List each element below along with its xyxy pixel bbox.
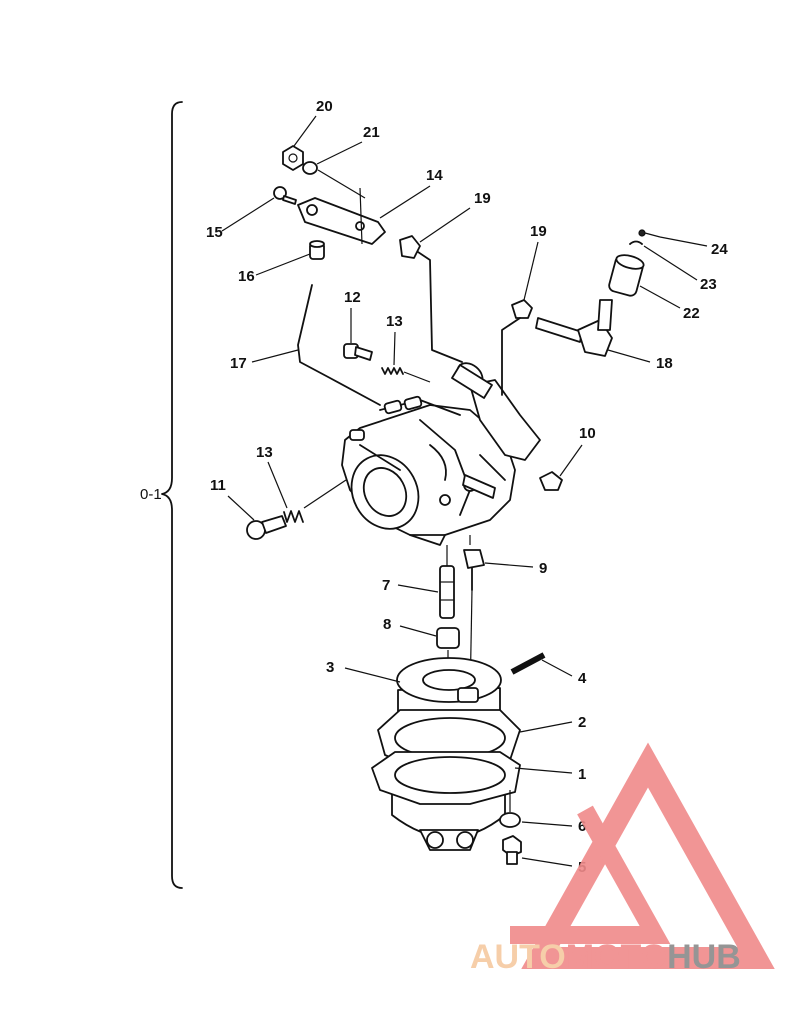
screw-12 bbox=[343, 343, 373, 361]
spring-13-lower bbox=[283, 510, 304, 523]
leader-line-9 bbox=[484, 562, 534, 568]
leader-line-21 bbox=[316, 141, 363, 165]
needle-valve-9 bbox=[463, 549, 485, 591]
leader-line-1 bbox=[514, 767, 573, 774]
leader-line-13 bbox=[267, 461, 288, 509]
leader-line-16 bbox=[255, 253, 311, 276]
leader-line-6 bbox=[521, 821, 573, 827]
callout-15: 15 bbox=[206, 224, 223, 241]
washer-6 bbox=[499, 812, 521, 828]
callout-17: 17 bbox=[230, 355, 247, 372]
callout-9: 9 bbox=[539, 560, 547, 577]
callout-1: 1 bbox=[578, 766, 586, 783]
leader-line-22 bbox=[639, 285, 681, 309]
callout-6: 6 bbox=[578, 818, 586, 835]
callout-22: 22 bbox=[683, 305, 700, 322]
callout-19: 19 bbox=[474, 190, 491, 207]
callout-12: 12 bbox=[344, 289, 361, 306]
e-clip-23 bbox=[629, 240, 643, 245]
screw-11 bbox=[246, 515, 287, 540]
throttle-lever-plate bbox=[297, 187, 386, 245]
callout-7: 7 bbox=[382, 577, 390, 594]
callout-13: 13 bbox=[386, 313, 403, 330]
callout-2: 2 bbox=[578, 714, 586, 731]
drain-screw-5 bbox=[502, 835, 522, 865]
leader-line-13 bbox=[393, 331, 396, 366]
group-label: 0-1 bbox=[140, 486, 162, 503]
bushing-16 bbox=[309, 240, 325, 260]
carburetor-body bbox=[341, 362, 541, 546]
leader-line-7 bbox=[397, 584, 439, 593]
watermark-auto: AUTO bbox=[470, 938, 566, 976]
leader-line-4 bbox=[541, 659, 573, 677]
group-bracket bbox=[161, 101, 183, 889]
callout-8: 8 bbox=[383, 616, 391, 633]
clip-19-left bbox=[399, 235, 421, 259]
callout-3: 3 bbox=[326, 659, 334, 676]
callout-13: 13 bbox=[256, 444, 273, 461]
leader-line-11 bbox=[227, 495, 255, 521]
callout-23: 23 bbox=[700, 276, 717, 293]
leader-line-23 bbox=[643, 245, 698, 281]
callout-19: 19 bbox=[530, 223, 547, 240]
leader-line-19 bbox=[523, 241, 539, 301]
choke-shaft-18 bbox=[535, 299, 613, 357]
leader-line-20 bbox=[293, 115, 317, 147]
leader-line-18 bbox=[607, 349, 651, 363]
clip-19-right bbox=[511, 299, 533, 319]
main-jet-7 bbox=[439, 565, 455, 619]
jet-cap-8 bbox=[436, 627, 460, 649]
callout-14: 14 bbox=[426, 167, 443, 184]
screw-10 bbox=[539, 471, 563, 491]
leader-line-5 bbox=[521, 857, 573, 867]
leader-line-17 bbox=[251, 349, 299, 363]
callout-11: 11 bbox=[210, 477, 226, 494]
watermark-moto: MOTO bbox=[566, 938, 667, 976]
leader-line-15 bbox=[221, 197, 275, 232]
leader-line-3 bbox=[344, 667, 401, 683]
callout-10: 10 bbox=[579, 425, 596, 442]
automotohub-watermark: AUTOMOTOHUB bbox=[470, 742, 775, 976]
watermark-hub: HUB bbox=[667, 938, 741, 976]
leader-line-10 bbox=[559, 444, 583, 477]
callout-16: 16 bbox=[238, 268, 255, 285]
leader-line-24 bbox=[659, 236, 708, 247]
pin-24 bbox=[638, 229, 661, 238]
callout-20: 20 bbox=[316, 98, 333, 115]
spring-13-upper bbox=[381, 367, 404, 375]
callout-4: 4 bbox=[578, 670, 587, 687]
washer-21 bbox=[302, 161, 318, 175]
screw-15 bbox=[273, 186, 297, 205]
leader-line-14 bbox=[379, 185, 431, 219]
leader-line-2 bbox=[519, 721, 573, 733]
svg-text:AUTOMOTOHUB: AUTOMOTOHUB bbox=[470, 938, 741, 976]
callout-21: 21 bbox=[363, 124, 380, 141]
link-rod-17 bbox=[297, 284, 381, 406]
watermark-triangle-icon bbox=[521, 742, 775, 969]
leader-line-8 bbox=[399, 625, 437, 637]
spring-22 bbox=[608, 254, 645, 297]
leader-line-19 bbox=[419, 207, 471, 243]
float-bowl-1 bbox=[371, 751, 521, 851]
callout-24: 24 bbox=[711, 241, 728, 258]
callout-18: 18 bbox=[656, 355, 673, 372]
nut-20 bbox=[282, 145, 304, 171]
